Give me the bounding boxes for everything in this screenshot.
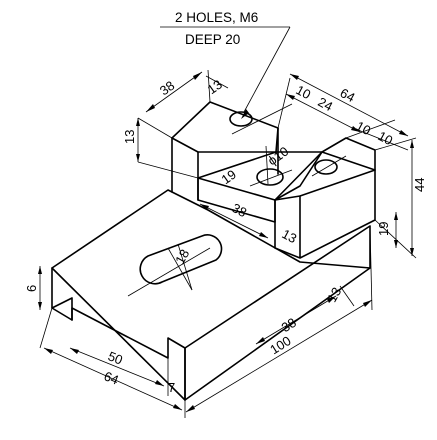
dim-13-top: 13 — [204, 77, 224, 98]
base-slot — [139, 234, 223, 285]
dim-13-mid: 13 — [279, 226, 299, 246]
dimension-lines — [38, 71, 414, 413]
hole-m6-left — [229, 111, 253, 127]
dim-19-slot: 19 — [218, 167, 238, 188]
dim-64-base: 64 — [102, 368, 121, 387]
base-front-face — [51, 267, 186, 401]
left-block-front — [171, 127, 279, 201]
dim-19-right: 19 — [376, 222, 391, 236]
note-leader — [160, 26, 291, 119]
note-line-2: DEEP 20 — [185, 32, 240, 47]
dim-7: 7 — [168, 380, 175, 395]
dim-6: 6 — [24, 285, 39, 292]
slot-floor — [197, 151, 323, 201]
object-outline — [51, 101, 376, 401]
dim-50: 50 — [106, 348, 125, 367]
right-block-top — [321, 137, 376, 171]
right-block — [274, 151, 376, 201]
dim-38-mid: 38 — [229, 200, 249, 220]
right-block-front — [274, 169, 376, 259]
base-step — [51, 297, 73, 321]
extension-lines — [39, 69, 417, 418]
dim-24: 24 — [315, 94, 335, 114]
dim-44: 44 — [412, 178, 427, 192]
dim-100: 100 — [267, 333, 293, 357]
dim-10-b: 10 — [353, 118, 373, 138]
left-block — [171, 101, 279, 153]
note-line-1: 2 HOLES, M6 — [175, 10, 258, 25]
base-right-face — [184, 225, 371, 401]
dim-38-top: 38 — [157, 78, 177, 99]
dim-phi10: ϕ10 — [265, 144, 291, 169]
hole-phi10 — [256, 168, 284, 186]
hole-m6-right — [314, 159, 338, 175]
labels: 2 HOLES, M6 DEEP 20 38 13 64 10 24 10 10… — [24, 10, 427, 395]
dim-13-base: 13 — [324, 285, 344, 305]
base-top-face — [51, 189, 371, 401]
dim-38-base: 38 — [279, 315, 299, 335]
dim-64-top: 64 — [338, 85, 358, 105]
dim-10-c: 10 — [375, 128, 395, 148]
dim-13-left: 13 — [122, 130, 137, 144]
dim-18: 18 — [172, 247, 192, 267]
dim-10-a: 10 — [293, 82, 313, 102]
